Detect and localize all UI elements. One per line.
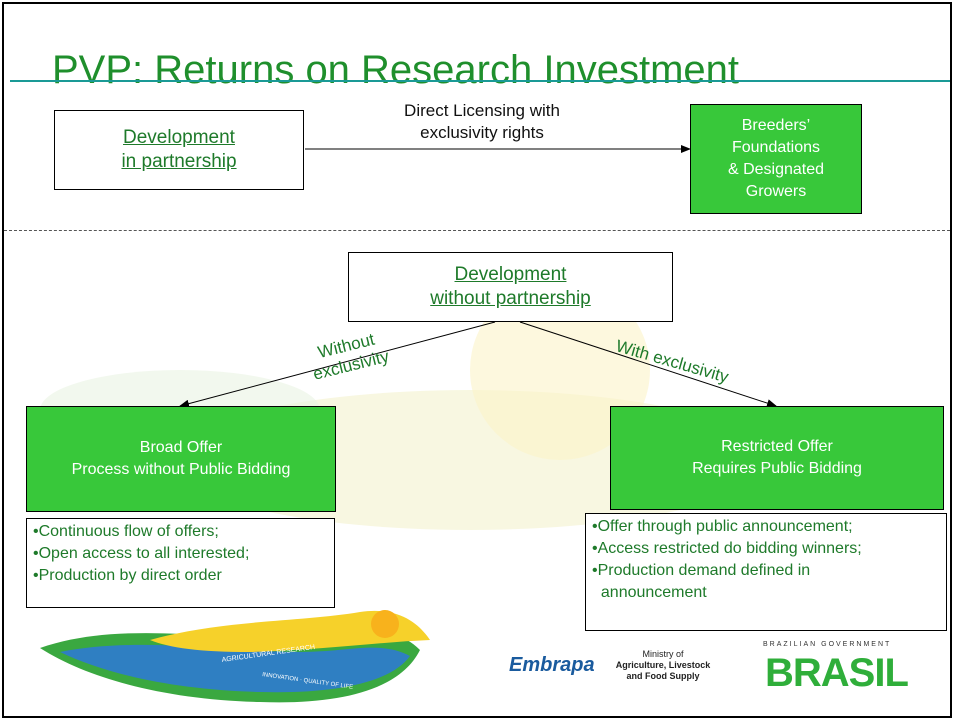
bullet-item: •Production by direct order xyxy=(33,567,222,584)
box-line: Development xyxy=(454,264,567,285)
box-line: Foundations xyxy=(731,139,821,156)
box-line: Breeders’ xyxy=(741,117,811,134)
development-in-partnership-box: Development in partnership xyxy=(54,110,304,190)
box-line: in partnership xyxy=(121,151,237,172)
brasil-logo: BRASIL xyxy=(765,651,909,695)
direct-licensing-label: Direct Licensing with exclusivity rights xyxy=(372,100,592,144)
bullet-item: •Access restricted do bidding winners; xyxy=(592,540,862,557)
ministry-line: Agriculture, Livestock xyxy=(615,660,711,670)
box-line: Requires Public Bidding xyxy=(692,460,862,477)
brazilian-government-label: BRAZILIAN GOVERNMENT xyxy=(763,641,892,648)
label-line: Direct Licensing with xyxy=(404,101,560,120)
embrapa-logo: Embrapa xyxy=(509,654,595,676)
restricted-offer-bullets: •Offer through public announcement; •Acc… xyxy=(585,513,947,631)
ministry-line: and Food Supply xyxy=(626,671,700,681)
bullet-item: •Offer through public announcement; xyxy=(592,518,853,535)
arrow-with-exclusivity xyxy=(519,321,777,407)
box-line: Growers xyxy=(745,183,807,200)
restricted-offer-box: Restricted Offer Requires Public Bidding xyxy=(610,406,944,510)
box-line: without partnership xyxy=(430,288,591,309)
bullet-item: announcement xyxy=(592,584,707,601)
breeders-foundations-box: Breeders’ Foundations & Designated Growe… xyxy=(690,104,862,214)
slide-title: PVP: Returns on Research Investment xyxy=(52,48,739,92)
title-rule xyxy=(10,80,950,82)
ministry-logo-text: Ministry of Agriculture, Livestock and F… xyxy=(598,649,728,682)
section-divider xyxy=(4,230,950,231)
box-line: Restricted Offer xyxy=(721,438,833,455)
box-line: Development xyxy=(123,127,235,148)
bullet-item: •Continuous flow of offers; xyxy=(33,523,219,540)
box-line: & Designated xyxy=(727,161,825,178)
bullet-item: •Production demand defined in xyxy=(592,562,811,579)
development-without-partnership-box: Development without partnership xyxy=(348,252,673,322)
box-line: Broad Offer xyxy=(139,439,223,456)
box-line: Process without Public Bidding xyxy=(71,461,291,478)
ministry-line: Ministry of xyxy=(642,649,684,659)
arrow-without-exclusivity xyxy=(179,321,496,408)
broad-offer-bullets: •Continuous flow of offers; •Open access… xyxy=(26,518,335,608)
bullet-item: •Open access to all interested; xyxy=(33,545,250,562)
label-line: exclusivity rights xyxy=(420,123,544,142)
broad-offer-box: Broad Offer Process without Public Biddi… xyxy=(26,406,336,512)
